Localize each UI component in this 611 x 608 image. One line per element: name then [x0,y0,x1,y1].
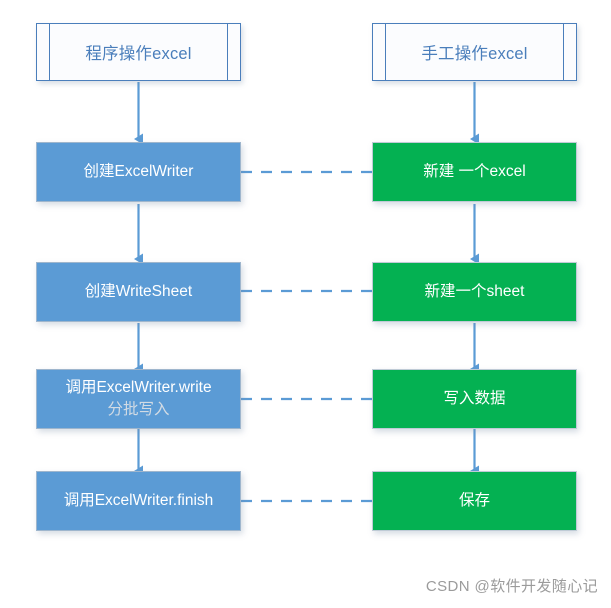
node-save[interactable]: 保存 [372,471,577,531]
csdn-watermark: CSDN @软件开发随心记 [425,578,598,595]
column-header-manual[interactable]: 手工操作excel [372,23,577,81]
column-header-program-label: 程序操作excel [85,45,192,63]
node-create-excelwriter[interactable]: 创建ExcelWriter [36,142,241,202]
node-label-line1: 创建ExcelWriter [83,163,194,180]
node-label-line1: 调用ExcelWriter.write [65,379,212,396]
column-header-program[interactable]: 程序操作excel [36,23,241,81]
node-label-line2: 分批写入 [107,401,170,418]
cross-links [241,170,372,503]
node-new-excel[interactable]: 新建 一个excel [372,142,577,202]
node-call-excelwriter-finish[interactable]: 调用ExcelWriter.finish [36,471,241,531]
node-label-line1: 新建一个sheet [424,283,525,300]
predefined-process-bar-left [49,23,51,81]
column-header-manual-label: 手工操作excel [421,45,528,63]
node-label-line1: 新建 一个excel [423,163,526,180]
predefined-process-bar-right [226,23,228,81]
node-label-line1: 保存 [458,492,490,509]
node-label-line1: 创建WriteSheet [84,283,193,300]
predefined-process-bar-right [562,23,564,81]
node-label-line1: 写入数据 [443,390,506,407]
node-new-sheet[interactable]: 新建一个sheet [372,262,577,322]
predefined-process-bar-left [385,23,387,81]
node-call-excelwriter-write[interactable]: 调用ExcelWriter.write 分批写入 [36,369,241,429]
node-label-line1: 调用ExcelWriter.finish [63,492,214,509]
node-write-data[interactable]: 写入数据 [372,369,577,429]
node-create-writesheet[interactable]: 创建WriteSheet [36,262,241,322]
